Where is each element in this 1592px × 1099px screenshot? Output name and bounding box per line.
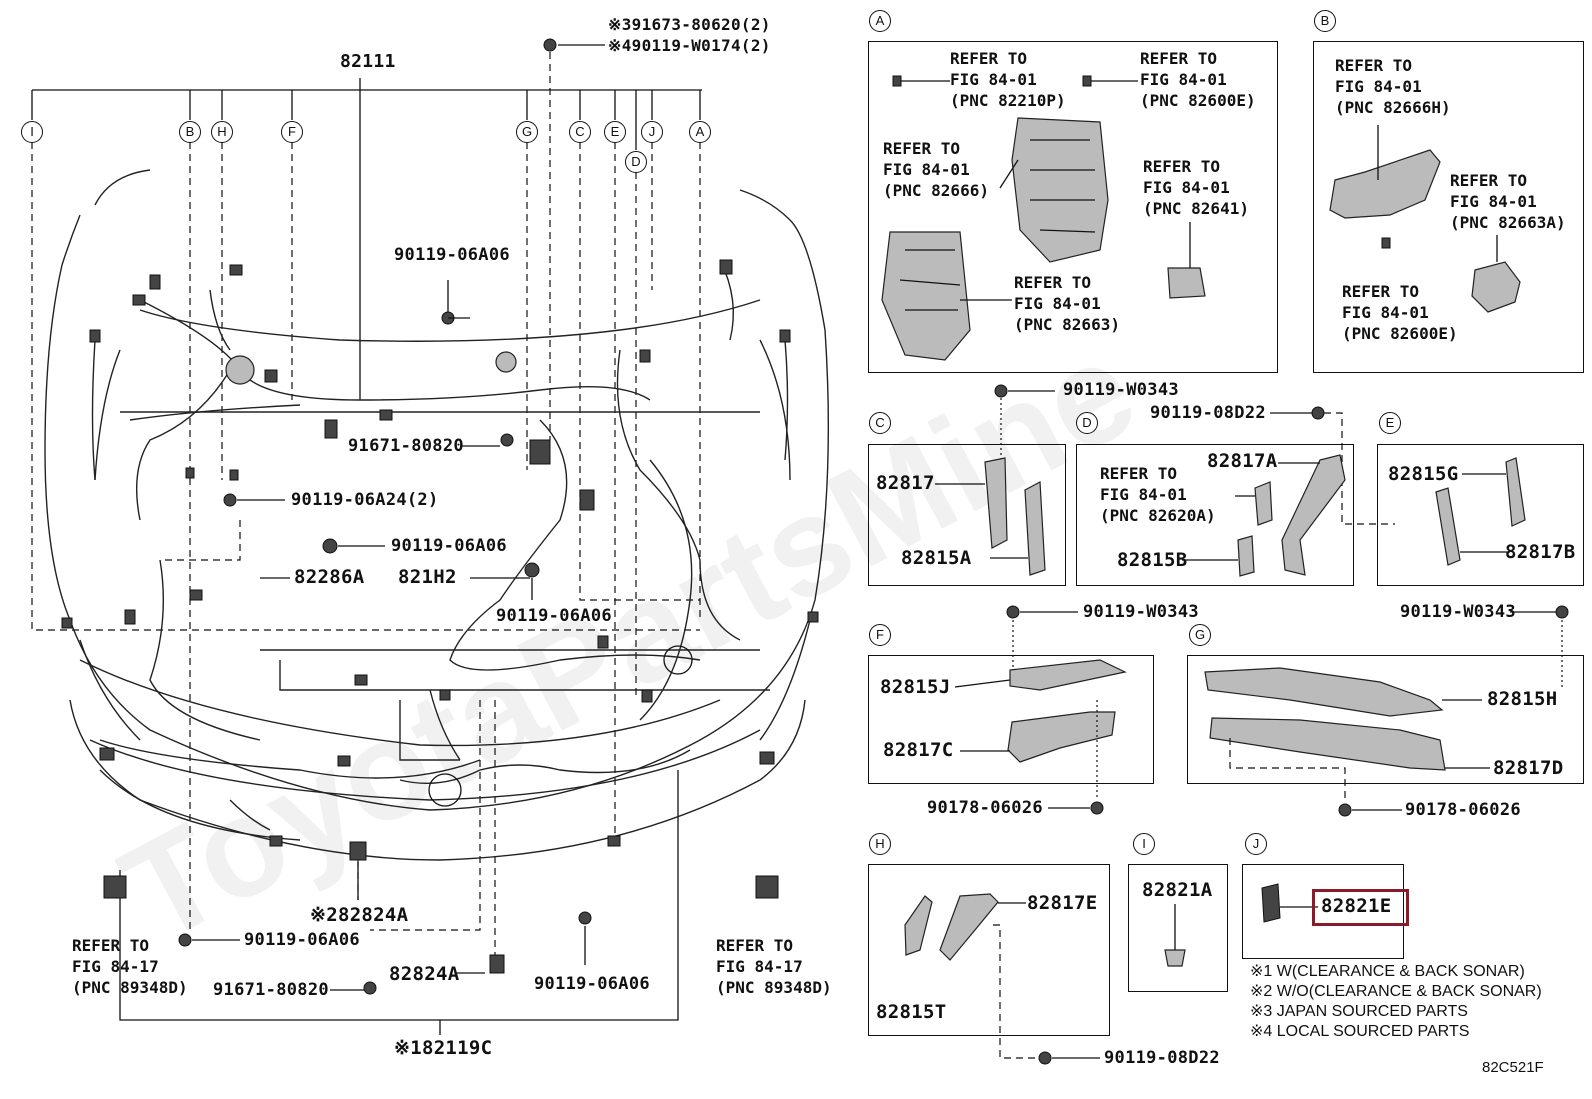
- part-82824A-sonar-label: ※282824A: [310, 904, 409, 926]
- part-82815B-label: 82815B: [1117, 549, 1188, 571]
- part-82286A-label: 82286A: [294, 566, 365, 588]
- part-82821E-label[interactable]: 82821E: [1321, 895, 1392, 917]
- panel-A-ref-82641: REFER TO FIG 84-01 (PNC 82641): [1143, 157, 1249, 218]
- panel-G-clip-label: 90178-06026: [1405, 800, 1521, 820]
- panel-E: [1377, 444, 1584, 586]
- part-821H2-label: 821H2: [398, 566, 457, 588]
- callout-B: B: [179, 121, 201, 143]
- part-82815T-label: 82815T: [876, 1001, 947, 1023]
- panel-J-circle: J: [1245, 833, 1267, 855]
- panel-A-ref-82210P: REFER TO FIG 84-01 (PNC 82210P): [950, 49, 1066, 110]
- part-91671-80820-b-label: 91671-80820: [213, 980, 329, 1000]
- panel-G: [1187, 655, 1584, 784]
- panel-A-circle: A: [869, 10, 891, 32]
- panel-A-ref-82666: REFER TO FIG 84-01 (PNC 82666): [883, 139, 989, 200]
- part-82817C-label: 82817C: [883, 739, 954, 761]
- panel-F-bolt-label: 90119-W0343: [1083, 602, 1199, 622]
- panel-H-circle: H: [869, 833, 891, 855]
- panel-C-circle: C: [869, 412, 891, 434]
- harness-82111-label: 82111: [340, 51, 396, 72]
- part-91671-80820-label: 91671-80820: [348, 436, 464, 456]
- callout-E: E: [604, 121, 626, 143]
- note-3: ※3 JAPAN SOURCED PARTS: [1250, 1003, 1468, 1020]
- callout-J: J: [641, 121, 663, 143]
- panel-C: [868, 444, 1066, 586]
- panel-A: [868, 41, 1278, 373]
- note-4: ※4 LOCAL SOURCED PARTS: [1250, 1023, 1470, 1040]
- callout-H: H: [211, 121, 233, 143]
- refer-left-note: REFER TO FIG 84-17 (PNC 89348D): [72, 936, 188, 997]
- callout-G: G: [516, 121, 538, 143]
- harness-82119C-label: ※182119C: [394, 1037, 493, 1059]
- refer-right-note: REFER TO FIG 84-17 (PNC 89348D): [716, 936, 832, 997]
- panel-G-circle: G: [1189, 624, 1211, 646]
- part-82824A-label: 82824A: [389, 963, 460, 985]
- part-82821A-label: 82821A: [1142, 879, 1213, 901]
- callout-C: C: [569, 121, 591, 143]
- note-1: ※1 W(CLEARANCE & BACK SONAR): [1250, 963, 1525, 980]
- panel-H: [868, 864, 1110, 1036]
- callout-D: D: [625, 151, 647, 173]
- part-90119-06A06-d-label: 90119-06A06: [244, 930, 360, 950]
- part-82815H-label: 82815H: [1487, 688, 1558, 710]
- part-82817A-label: 82817A: [1207, 450, 1278, 472]
- panel-I: [1128, 864, 1228, 992]
- panel-B-circle: B: [1314, 10, 1336, 32]
- panel-D-ref-82620A: REFER TO FIG 84-01 (PNC 82620A): [1100, 464, 1216, 525]
- part-82815J-label: 82815J: [880, 676, 951, 698]
- panel-E-circle: E: [1379, 412, 1401, 434]
- part-82817D-label: 82817D: [1493, 757, 1564, 779]
- panel-B-ref-82666H: REFER TO FIG 84-01 (PNC 82666H): [1335, 56, 1451, 117]
- panel-J: [1242, 864, 1404, 959]
- highlight-box-82821E[interactable]: [1312, 889, 1409, 926]
- panel-F: [868, 655, 1154, 784]
- panel-B: [1313, 41, 1584, 373]
- callout-A: A: [689, 121, 711, 143]
- panel-B-ref-82663A: REFER TO FIG 84-01 (PNC 82663A): [1450, 171, 1566, 232]
- panel-D: [1076, 444, 1354, 586]
- figure-code: 82C521F: [1482, 1059, 1544, 1076]
- part-90119-06A06-label: 90119-06A06: [394, 245, 510, 265]
- panel-C-bolt-label: 90119-W0343: [1063, 380, 1179, 400]
- part-90119-06A24-label: 90119-06A24(2): [291, 490, 439, 510]
- panel-D-bolt-label: 90119-08D22: [1150, 403, 1266, 423]
- panel-B-ref-82600E: REFER TO FIG 84-01 (PNC 82600E): [1342, 282, 1458, 343]
- panel-I-circle: I: [1133, 833, 1155, 855]
- panel-A-ref-82600E: REFER TO FIG 84-01 (PNC 82600E): [1140, 49, 1256, 110]
- panel-H-bolt-label: 90119-08D22: [1104, 1048, 1220, 1068]
- part-82817-label: 82817: [876, 472, 935, 494]
- bolt-local-label: ※490119-W0174(2): [608, 36, 771, 55]
- panel-A-ref-82663: REFER TO FIG 84-01 (PNC 82663): [1014, 273, 1120, 334]
- panel-D-circle: D: [1076, 412, 1098, 434]
- part-90119-06A06-e-label: 90119-06A06: [534, 974, 650, 994]
- panel-G-bolt-label: 90119-W0343: [1400, 602, 1516, 622]
- callout-I: I: [21, 121, 43, 143]
- part-82815A-label: 82815A: [901, 547, 972, 569]
- part-82815G-label: 82815G: [1388, 463, 1459, 485]
- bolt-japan-label: ※391673-80620(2): [608, 15, 771, 34]
- part-82817E-label: 82817E: [1027, 892, 1098, 914]
- panel-F-circle: F: [869, 624, 891, 646]
- part-90119-06A06-b-label: 90119-06A06: [391, 536, 507, 556]
- note-2: ※2 W/O(CLEARANCE & BACK SONAR): [1250, 983, 1542, 1000]
- part-90119-06A06-c-label: 90119-06A06: [496, 606, 612, 626]
- panel-F-clip-label: 90178-06026: [927, 798, 1043, 818]
- part-82817B-label: 82817B: [1505, 541, 1576, 563]
- callout-F: F: [281, 121, 303, 143]
